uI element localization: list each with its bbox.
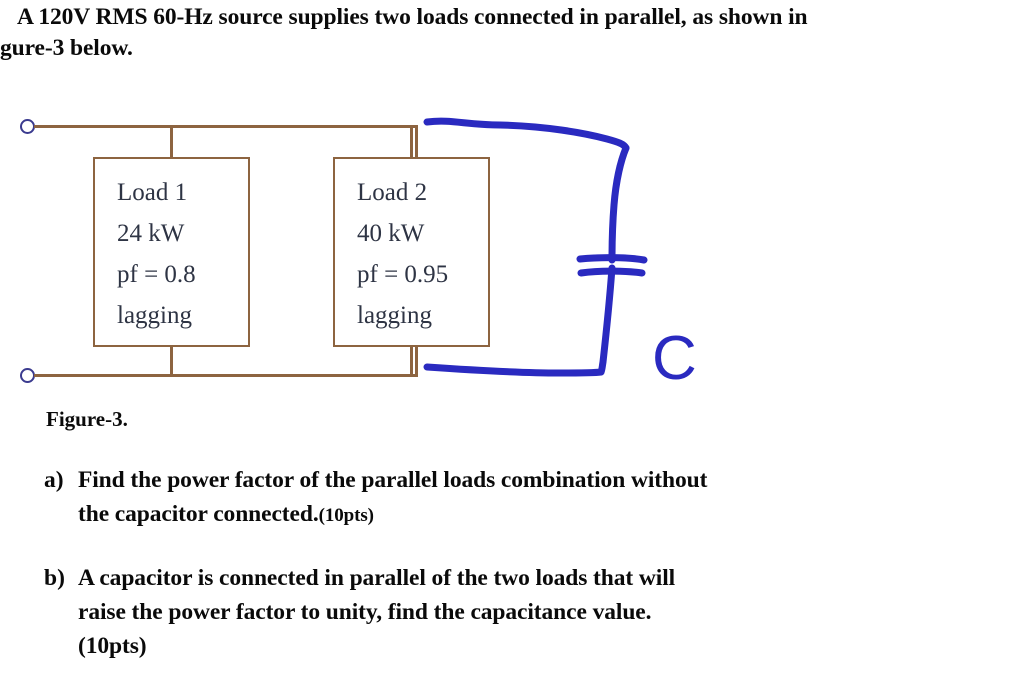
wire-stub-load2-top bbox=[410, 125, 413, 159]
question-b-line-1: A capacitor is connected in parallel of … bbox=[78, 565, 676, 591]
handdrawn-capacitor-plate-bottom bbox=[577, 267, 646, 277]
problem-statement-line-1: A 120V RMS 60-Hz source supplies two loa… bbox=[17, 4, 808, 30]
handdrawn-lower-vertical bbox=[597, 264, 616, 376]
capacitor-label: C bbox=[652, 324, 697, 393]
question-a-points: (10pts) bbox=[318, 505, 374, 526]
load-1-phase: lagging bbox=[117, 302, 192, 329]
problem-statement-line-2: gure-3 below. bbox=[0, 35, 133, 61]
load-box-1: Load 1 24 kW pf = 0.8 lagging bbox=[93, 157, 250, 347]
load-2-power: 40 kW bbox=[357, 220, 425, 247]
wire-bottom-rail bbox=[34, 374, 418, 377]
load-2-text: Load 2 40 kW pf = 0.95 lagging bbox=[357, 172, 448, 336]
question-a-line-2-text: the capacitor connected. bbox=[78, 501, 319, 527]
question-a-body: Find the power factor of the parallel lo… bbox=[78, 463, 707, 533]
load-2-phase: lagging bbox=[357, 302, 432, 329]
terminal-bottom-icon bbox=[20, 368, 35, 383]
question-b-body: A capacitor is connected in parallel of … bbox=[78, 561, 675, 663]
handdrawn-capacitor-plate-top bbox=[576, 254, 648, 264]
question-a-marker: a) bbox=[44, 467, 64, 493]
figure-caption: Figure-3. bbox=[46, 407, 128, 431]
handdrawn-upper-vertical bbox=[608, 144, 630, 264]
terminal-top-icon bbox=[20, 119, 35, 134]
load-1-power: 24 kW bbox=[117, 220, 185, 247]
load-1-power-factor: pf = 0.8 bbox=[117, 261, 196, 288]
question-b-line-2: raise the power factor to unity, find th… bbox=[78, 599, 652, 625]
load-box-2: Load 2 40 kW pf = 0.95 lagging bbox=[333, 157, 490, 347]
question-list: a) Find the power factor of the parallel… bbox=[44, 463, 994, 691]
handdrawn-bottom-lead bbox=[423, 363, 605, 377]
wire-stub-load1-top bbox=[170, 125, 173, 159]
question-a-line-1: Find the power factor of the parallel lo… bbox=[78, 467, 708, 493]
circuit-diagram: Load 1 24 kW pf = 0.8 lagging Load 2 40 … bbox=[0, 100, 740, 395]
question-b-points: (10pts) bbox=[78, 633, 147, 659]
wire-top-rail bbox=[34, 125, 418, 128]
load-1-title: Load 1 bbox=[117, 179, 188, 206]
load-1-text: Load 1 24 kW pf = 0.8 lagging bbox=[117, 172, 196, 336]
load-2-power-factor: pf = 0.95 bbox=[357, 261, 449, 288]
wire-stub-load1-bottom bbox=[170, 345, 173, 377]
wire-stub-load2-bottom bbox=[410, 345, 413, 377]
question-a-line-2: the capacitor connected.(10pts) bbox=[78, 497, 707, 533]
handdrawn-top-lead bbox=[423, 117, 630, 152]
problem-statement: A 120V RMS 60-Hz source supplies two loa… bbox=[0, 2, 1010, 63]
question-item-a: a) Find the power factor of the parallel… bbox=[44, 463, 994, 533]
question-b-marker: b) bbox=[44, 565, 65, 591]
question-item-b: b) A capacitor is connected in parallel … bbox=[44, 561, 994, 663]
load-2-title: Load 2 bbox=[357, 179, 428, 206]
